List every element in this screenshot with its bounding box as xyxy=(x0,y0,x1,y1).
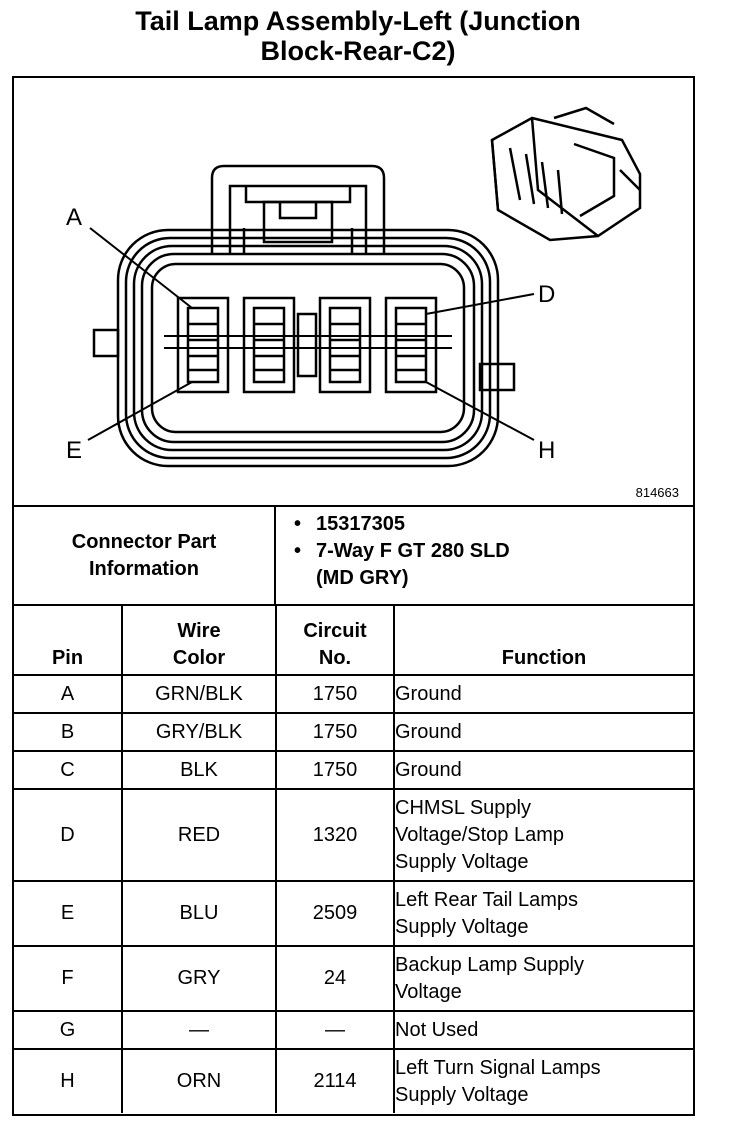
pin-cell: A xyxy=(14,674,123,714)
pin-label-a: A xyxy=(66,204,82,231)
table-row: C BLK 1750 Ground xyxy=(14,750,693,790)
connector-type: 7-Way F GT 280 SLD xyxy=(316,540,510,562)
function-line: Backup Lamp Supply xyxy=(395,953,585,976)
pin-cell: E xyxy=(14,880,123,947)
circuit-cell: 2114 xyxy=(275,1048,395,1113)
function-cell: Ground xyxy=(393,674,693,714)
wire-color-cell: — xyxy=(121,1010,277,1050)
function-cell: Left Rear Tail Lamps Supply Voltage xyxy=(393,880,693,947)
circuit-cell: 24 xyxy=(275,945,395,1012)
pin-cell: G xyxy=(14,1010,123,1050)
function-cell: Backup Lamp Supply Voltage xyxy=(393,945,693,1012)
function-line: Supply Voltage xyxy=(395,1083,529,1106)
function-line: Ground xyxy=(395,682,462,705)
connector-info-label-line-1: Connector Part xyxy=(71,530,217,553)
header-circuit-no: Circuit No. xyxy=(275,604,395,676)
connector-info-label: Connector Part Information xyxy=(14,507,276,604)
function-line: CHMSL Supply xyxy=(395,796,531,819)
function-cell: Left Turn Signal Lamps Supply Voltage xyxy=(393,1048,693,1113)
function-line: Left Turn Signal Lamps xyxy=(395,1056,601,1079)
wire-color-cell: BLK xyxy=(121,750,277,790)
terminal-cavities xyxy=(176,296,438,394)
function-line: Voltage/Stop Lamp xyxy=(395,823,565,846)
header-wire-color-line-1: Wire xyxy=(177,620,221,642)
pin-label-d: D xyxy=(538,281,555,308)
connector-illustration: A D E H 814663 xyxy=(14,78,693,505)
pinout-table: Pin Wire Color Circuit No. Function A GR… xyxy=(14,604,693,1113)
circuit-cell: 1750 xyxy=(275,674,395,714)
pin-label-e: E xyxy=(66,437,82,464)
wire-color-cell: BLU xyxy=(121,880,277,947)
header-function: Function xyxy=(393,604,693,676)
circuit-cell: 1750 xyxy=(275,750,395,790)
function-line: Ground xyxy=(395,720,462,743)
function-cell: Ground xyxy=(393,750,693,790)
table-row: H ORN 2114 Left Turn Signal Lamps Supply… xyxy=(14,1048,693,1113)
circuit-cell: 2509 xyxy=(275,880,395,947)
function-line: Left Rear Tail Lamps xyxy=(395,888,579,911)
wire-color-cell: GRN/BLK xyxy=(121,674,277,714)
pin-cell: C xyxy=(14,750,123,790)
function-line: Voltage xyxy=(395,980,462,1003)
diagram-title: Tail Lamp Assembly-Left (Junction Block-… xyxy=(0,6,716,66)
pinout-header-row: Pin Wire Color Circuit No. Function xyxy=(14,604,693,676)
table-row: B GRY/BLK 1750 Ground xyxy=(14,712,693,752)
header-circuit-line-2: No. xyxy=(318,647,352,669)
connector-sheet: A D E H 814663 Connector Part Informatio… xyxy=(12,76,695,1116)
table-row: G — — Not Used xyxy=(14,1010,693,1050)
table-row: D RED 1320 CHMSL Supply Voltage/Stop Lam… xyxy=(14,788,693,882)
pin-cell: D xyxy=(14,788,123,882)
function-line: Ground xyxy=(395,758,462,781)
table-row: F GRY 24 Backup Lamp Supply Voltage xyxy=(14,945,693,1012)
wire-color-cell: RED xyxy=(121,788,277,882)
connector-color: (MD GRY) xyxy=(316,567,409,589)
connector-description: 7-Way F GT 280 SLD (MD GRY) xyxy=(294,538,693,592)
function-line: Supply Voltage xyxy=(395,850,529,873)
pin-cell: F xyxy=(14,945,123,1012)
function-line: Supply Voltage xyxy=(395,915,529,938)
circuit-cell: — xyxy=(275,1010,395,1050)
circuit-cell: 1750 xyxy=(275,712,395,752)
function-cell: CHMSL Supply Voltage/Stop Lamp Supply Vo… xyxy=(393,788,693,882)
function-line: Not Used xyxy=(395,1018,479,1041)
pin-cell: B xyxy=(14,712,123,752)
pin-cell: H xyxy=(14,1048,123,1113)
wire-color-cell: GRY/BLK xyxy=(121,712,277,752)
function-cell: Ground xyxy=(393,712,693,752)
connector-info-label-line-2: Information xyxy=(89,557,199,580)
wire-color-cell: ORN xyxy=(121,1048,277,1113)
header-pin: Pin xyxy=(14,604,123,676)
connector-part-info: Connector Part Information 15317305 7-Wa… xyxy=(14,505,693,604)
header-circuit-line-1: Circuit xyxy=(303,620,367,642)
connector-info-list: 15317305 7-Way F GT 280 SLD (MD GRY) xyxy=(276,507,693,604)
title-line-2: Block-Rear-C2) xyxy=(260,36,456,66)
function-cell: Not Used xyxy=(393,1010,693,1050)
figure-code: 814663 xyxy=(635,485,679,500)
table-row: A GRN/BLK 1750 Ground xyxy=(14,674,693,714)
pin-label-h: H xyxy=(538,437,555,464)
header-wire-color-line-2: Color xyxy=(172,647,226,669)
title-line-1: Tail Lamp Assembly-Left (Junction xyxy=(135,6,581,36)
table-row: E BLU 2509 Left Rear Tail Lamps Supply V… xyxy=(14,880,693,947)
connector-part-number: 15317305 xyxy=(294,511,693,538)
wire-color-cell: GRY xyxy=(121,945,277,1012)
circuit-cell: 1320 xyxy=(275,788,395,882)
header-wire-color: Wire Color xyxy=(121,604,277,676)
connector-face-drawing: A D E H xyxy=(66,106,642,468)
